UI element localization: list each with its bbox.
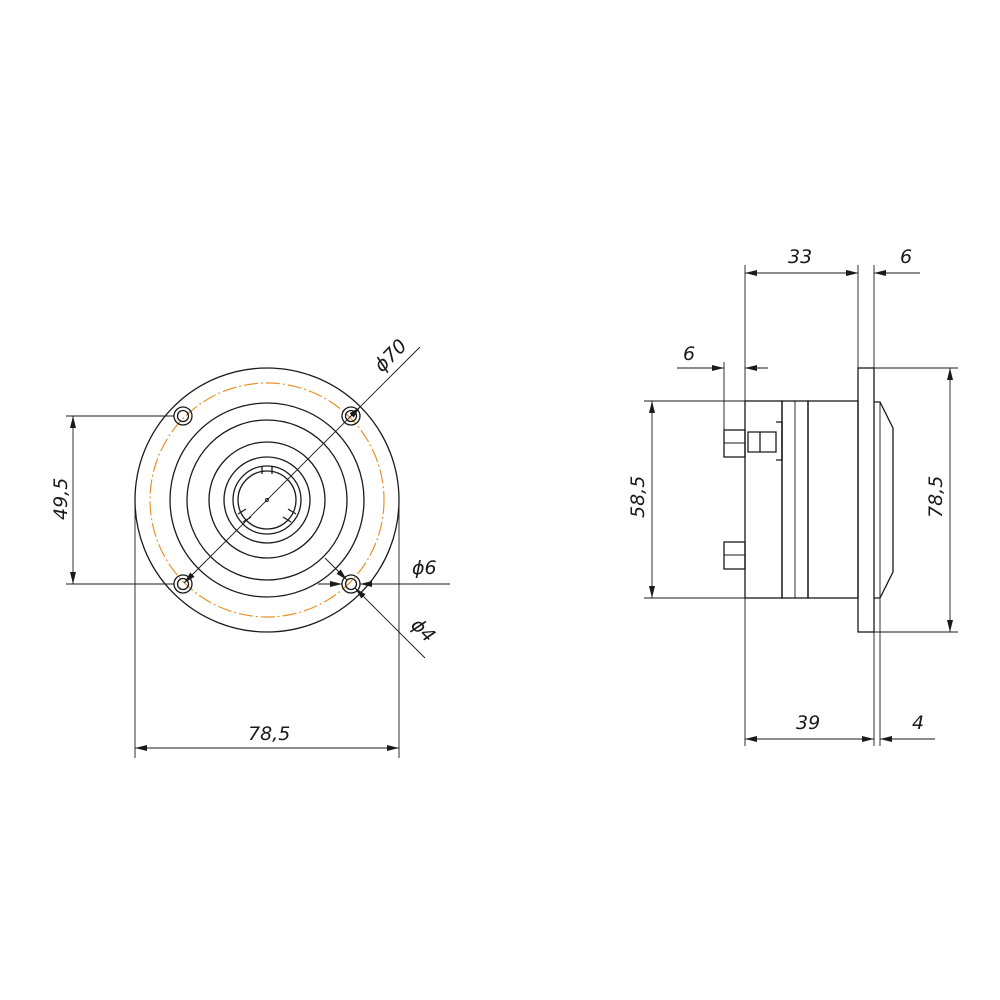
front-ring-4 <box>223 456 311 544</box>
front-ring-1 <box>169 402 365 598</box>
side-dim-dome-depth-label: 4 <box>912 712 924 734</box>
side-dim-dome-depth: 4 <box>880 712 935 742</box>
side-terminal <box>747 421 783 461</box>
side-dim-pin-length: 6 <box>677 343 768 430</box>
side-dim-total-length-label: 39 <box>796 712 820 734</box>
front-dim-bolt-circle-label: ϕ70 <box>370 335 412 377</box>
side-pin-top <box>723 429 746 458</box>
side-view: 33 6 6 58,5 78,5 <box>627 246 958 746</box>
side-dim-body-height-label: 58,5 <box>627 476 649 518</box>
side-dim-flange-thickness-label: 6 <box>900 246 912 268</box>
front-center-point <box>265 498 269 502</box>
front-plug-tab-top <box>261 466 273 474</box>
front-dim-width: 78,5 <box>134 500 400 758</box>
side-dome <box>874 401 894 599</box>
front-dim-holes-vertical-label: 49,5 <box>50 478 72 520</box>
front-dim-hole-outer-label: ϕ6 <box>412 557 437 579</box>
side-dim-total-length: 39 <box>744 598 881 746</box>
side-dim-pin-length-label: 6 <box>683 343 695 365</box>
front-phase-plug-inner <box>237 470 297 530</box>
side-rear-plate <box>744 400 783 599</box>
front-phase-plug-outer <box>232 465 302 535</box>
front-plug-tab-right <box>282 508 297 523</box>
side-dim-body-height: 58,5 <box>627 400 745 599</box>
side-dim-body-length: 33 <box>744 246 859 401</box>
front-ring-3 <box>208 441 326 559</box>
side-body <box>807 400 859 599</box>
side-dim-flange-height-label: 78,5 <box>925 476 947 518</box>
front-view: 78,5 49,5 ϕ70 ϕ6 ϕ4 <box>50 335 450 758</box>
front-hole-top-left <box>173 406 193 426</box>
front-dim-width-label: 78,5 <box>248 723 290 745</box>
side-dim-flange-thickness: 6 <box>830 246 920 368</box>
front-ring-2 <box>186 419 348 581</box>
front-dim-hole-outer: ϕ6 <box>318 557 450 587</box>
front-dim-hole-inner-label: ϕ4 <box>406 614 439 647</box>
side-flange <box>857 367 875 633</box>
side-pin-bottom <box>723 541 746 570</box>
side-dim-flange-height: 78,5 <box>874 367 958 633</box>
side-dim-body-length-label: 33 <box>788 246 812 268</box>
front-bolt-circle <box>149 382 385 618</box>
front-dim-holes-vertical: 49,5 <box>50 415 174 585</box>
